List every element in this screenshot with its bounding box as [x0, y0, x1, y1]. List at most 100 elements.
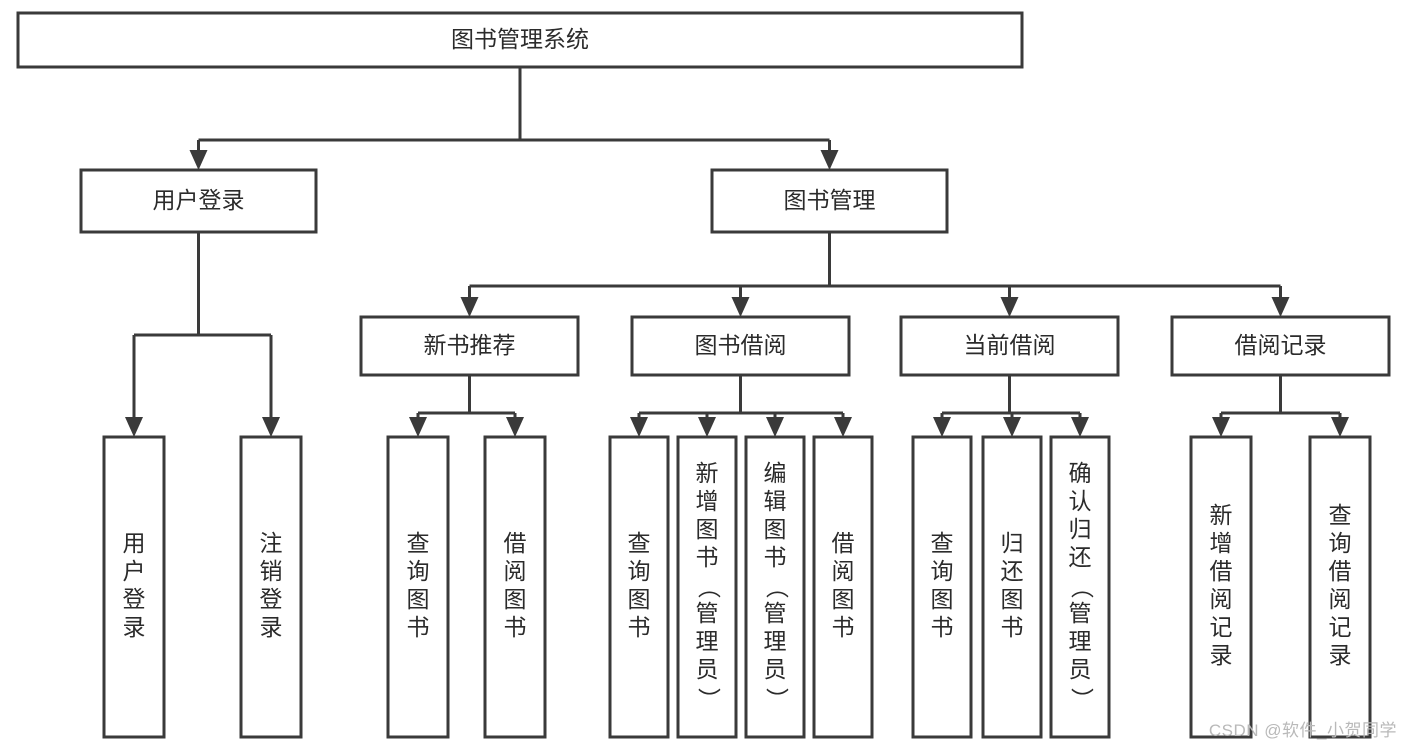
node-label: 图书管理系统	[451, 26, 589, 52]
node-label-char: 询	[931, 558, 954, 584]
node-box	[981, 435, 1043, 739]
node-label-char: 登	[260, 586, 283, 612]
node-leaf-query-book-1[interactable]: 查询图书查询图书	[386, 435, 450, 739]
node-label-char: 员	[696, 656, 719, 682]
node-label-char: 理	[696, 628, 719, 654]
node-label-char: 阅	[1329, 586, 1352, 612]
node-leaf-return-book[interactable]: 归还图书归还图书	[981, 435, 1043, 739]
arrow-head-icon	[1000, 297, 1019, 317]
node-label: 图书管理	[784, 187, 876, 213]
arrow-head-icon	[630, 417, 648, 437]
node-box	[79, 168, 318, 234]
node-box	[812, 435, 874, 739]
node-leaf-add-record[interactable]: 新增借阅记录新增借阅记录	[1189, 435, 1253, 739]
node-box	[710, 168, 949, 234]
node-label-char: 阅	[504, 558, 527, 584]
node-leaf-borrow-book-2[interactable]: 借阅图书借阅图书	[812, 435, 874, 739]
node-l3-borrow[interactable]: 图书借阅	[630, 315, 851, 377]
arrow-head-icon	[1271, 297, 1290, 317]
node-label-char: ）	[764, 688, 790, 711]
node-label: 用户登录	[153, 187, 245, 213]
node-label-char: 借	[1329, 558, 1352, 584]
node-l2-user-login[interactable]: 用户登录	[79, 168, 318, 234]
arrow-head-icon	[766, 417, 784, 437]
node-box	[630, 315, 851, 377]
node-root[interactable]: 图书管理系统	[16, 11, 1024, 69]
node-label-char: ）	[1069, 688, 1095, 711]
node-label-char: 借	[832, 530, 855, 556]
node-box	[1170, 315, 1391, 377]
node-leaf-query-book-3[interactable]: 查询图书查询图书	[911, 435, 973, 739]
arrow-head-icon	[1331, 417, 1349, 437]
node-label-char: 查	[628, 530, 651, 556]
node-label-char: 记	[1329, 614, 1352, 640]
node-label: 当前借阅	[964, 332, 1056, 358]
node-label-char: 询	[407, 558, 430, 584]
node-leaf-logout[interactable]: 注销登录注销登录	[239, 435, 303, 739]
node-label-char: 理	[1069, 628, 1092, 654]
node-label-char: 管	[696, 600, 719, 626]
node-label-char: 户	[123, 558, 146, 584]
node-leaf-query-record[interactable]: 查询借阅记录查询借阅记录	[1308, 435, 1372, 739]
node-l3-new-book[interactable]: 新书推荐	[359, 315, 580, 377]
node-box	[911, 435, 973, 739]
node-box	[1049, 435, 1111, 739]
node-label-char: 图	[696, 516, 719, 542]
node-label-char: 图	[628, 586, 651, 612]
node-box	[608, 435, 670, 739]
node-label-char: 员	[764, 656, 787, 682]
node-label-char: 销	[260, 558, 283, 584]
node-label: 借阅记录	[1235, 332, 1327, 358]
node-label-char: 归	[1069, 516, 1092, 542]
node-label-char: 书	[764, 544, 787, 570]
node-label-char: 书	[832, 614, 855, 640]
node-label-char: （	[696, 576, 722, 599]
node-label-char: 查	[1329, 502, 1352, 528]
node-label-char: 新	[696, 460, 719, 486]
node-box	[386, 435, 450, 739]
nodes-layer: 图书管理系统用户登录图书管理新书推荐图书借阅当前借阅借阅记录用户登录用户登录注销…	[16, 11, 1391, 739]
node-label-char: 图	[931, 586, 954, 612]
arrow-head-icon	[820, 150, 839, 170]
arrow-head-icon	[1003, 417, 1021, 437]
node-label-char: 录	[123, 614, 146, 640]
node-label-char: 书	[1001, 614, 1024, 640]
node-leaf-user-login[interactable]: 用户登录用户登录	[102, 435, 166, 739]
node-label-char: 还	[1001, 558, 1024, 584]
node-label-char: 图	[504, 586, 527, 612]
node-label-char: 书	[504, 614, 527, 640]
arrow-head-icon	[731, 297, 750, 317]
node-label-char: 图	[832, 586, 855, 612]
node-label-char: 录	[260, 614, 283, 640]
node-label-char: 图	[407, 586, 430, 612]
node-label-char: 书	[696, 544, 719, 570]
node-l3-current[interactable]: 当前借阅	[899, 315, 1120, 377]
node-label-char: 辑	[764, 488, 787, 514]
node-label-char: 阅	[832, 558, 855, 584]
node-label-char: 用	[123, 530, 146, 556]
arrow-head-icon	[933, 417, 951, 437]
node-label-char: 登	[123, 586, 146, 612]
node-leaf-borrow-book-1[interactable]: 借阅图书借阅图书	[483, 435, 547, 739]
node-label-char: 录	[1329, 642, 1352, 668]
node-label-char: 还	[1069, 544, 1092, 570]
node-label-char: 认	[1069, 488, 1092, 514]
node-label-char: 新	[1210, 502, 1233, 528]
node-label-char: 编	[764, 460, 787, 486]
node-label-char: 查	[407, 530, 430, 556]
node-label-char: 管	[764, 600, 787, 626]
node-l2-book-mgmt[interactable]: 图书管理	[710, 168, 949, 234]
arrow-head-icon	[125, 417, 143, 437]
node-box	[899, 315, 1120, 377]
node-l3-record[interactable]: 借阅记录	[1170, 315, 1391, 377]
arrow-head-icon	[262, 417, 280, 437]
node-box	[16, 11, 1024, 69]
node-label-char: 增	[696, 488, 719, 514]
node-leaf-query-book-2[interactable]: 查询图书查询图书	[608, 435, 670, 739]
node-label: 图书借阅	[695, 332, 787, 358]
